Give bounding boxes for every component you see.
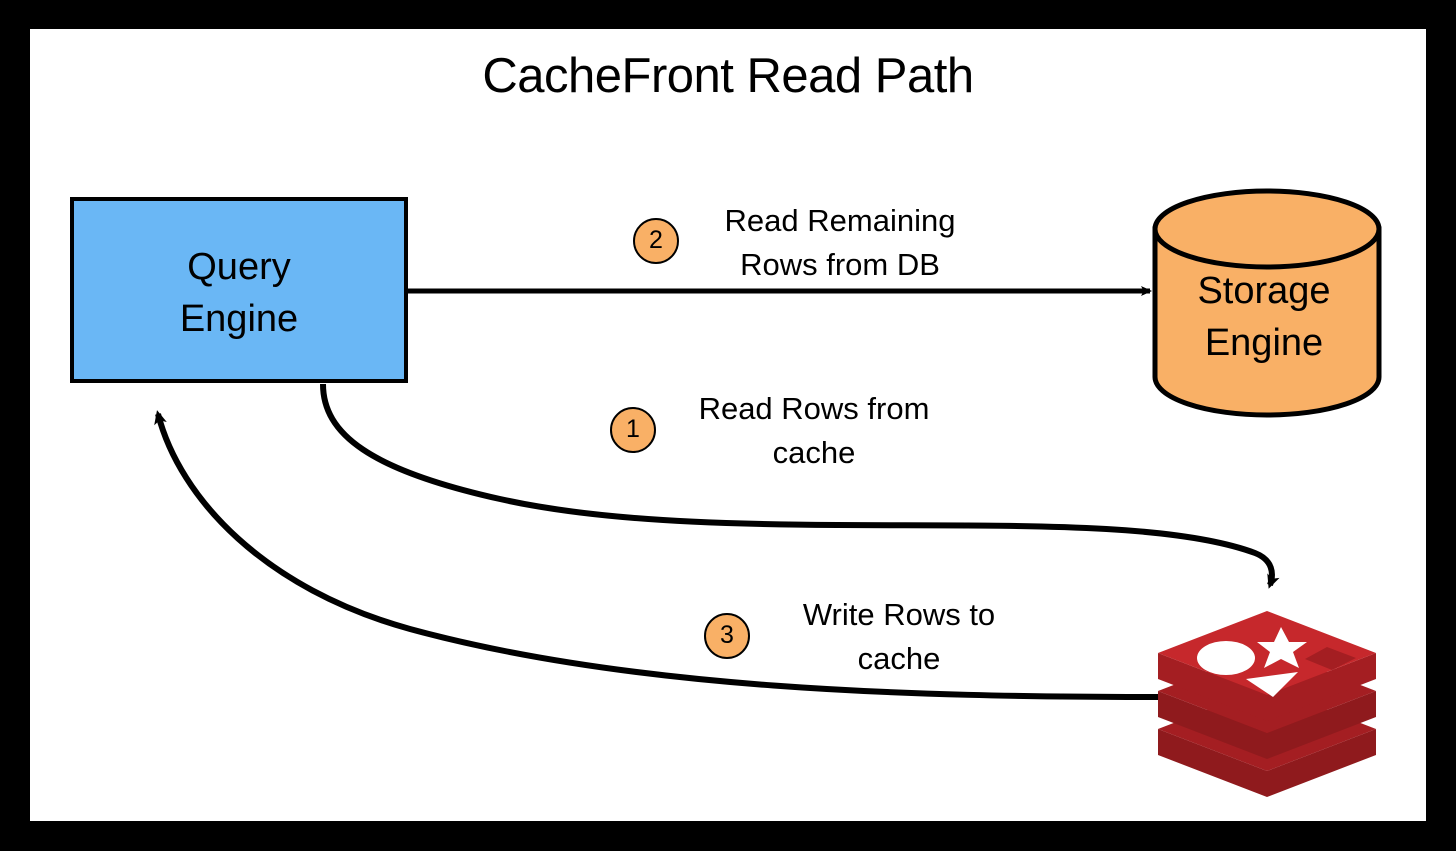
step-1-label: Read Rows from cache: [664, 387, 964, 475]
query-engine-node[interactable]: [70, 197, 408, 383]
redis-triangle-glyph: [1246, 672, 1298, 697]
cylinder-top: [1152, 188, 1382, 270]
step-1-label-line1: Read Rows from: [698, 391, 930, 426]
connector-step-1: [320, 383, 1280, 589]
redis-layer-top-side: [1158, 653, 1376, 721]
connector-step-3: [154, 410, 1159, 700]
diagram-connectors-layer: [154, 188, 1382, 797]
step-3-badge[interactable]: 3: [704, 613, 750, 659]
step-3-label-line2: cache: [857, 641, 941, 676]
step-2-badge[interactable]: 2: [633, 218, 679, 264]
step-2-label-line1: Read Remaining: [724, 203, 956, 238]
cylinder-body: [1152, 226, 1382, 418]
redis-diamond-glyph: [1305, 647, 1356, 670]
redis-logo-icon[interactable]: [1158, 611, 1376, 797]
storage-engine-node[interactable]: [1152, 188, 1382, 418]
step-3-label: Write Rows to cache: [758, 593, 1040, 681]
redis-star-glyph: [1257, 627, 1307, 668]
redis-layer-bottom-side: [1158, 729, 1376, 797]
step-2-label: Read Remaining Rows from DB: [690, 199, 990, 287]
step-3-label-line1: Write Rows to: [802, 597, 996, 632]
step-1-label-line2: cache: [772, 435, 856, 470]
redis-ellipse-glyph: [1197, 641, 1255, 675]
step-2-label-line2: Rows from DB: [740, 247, 940, 282]
step-1-badge[interactable]: 1: [610, 407, 656, 453]
page-title: CacheFront Read Path: [482, 49, 974, 103]
redis-layer-top-face: [1158, 611, 1376, 695]
diagram-canvas: CacheFront Read Path: [30, 29, 1426, 821]
redis-layer-middle-side: [1158, 691, 1376, 759]
